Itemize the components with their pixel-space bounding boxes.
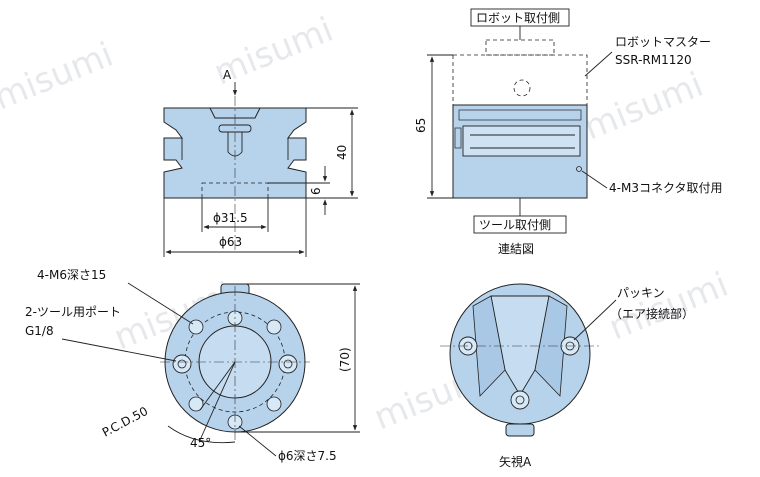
robot-master-leader bbox=[584, 51, 613, 77]
m6-hole-1 bbox=[188, 319, 204, 335]
connector-hole bbox=[576, 166, 582, 172]
view-a-marker: A bbox=[223, 68, 232, 82]
angle-ref-line bbox=[199, 361, 236, 441]
packing-leader bbox=[573, 299, 617, 341]
top-dovetail bbox=[209, 107, 261, 119]
tool-port-right-inner bbox=[283, 359, 293, 369]
robot-side-text: ロボット取付側 bbox=[476, 11, 560, 25]
m6-depth-text: 4-M6深さ15 bbox=[37, 268, 106, 282]
dim-65-text: 65 bbox=[414, 118, 428, 133]
packing-text: パッキン bbox=[617, 286, 665, 300]
m6-hole-2 bbox=[266, 319, 282, 335]
watermark-group: misumi misumi misumi misumi misumi misum… bbox=[0, 10, 734, 439]
view-a-bottom-port bbox=[510, 390, 530, 410]
m6-hole-3 bbox=[188, 396, 204, 412]
angle-45-text: 45° bbox=[190, 436, 211, 450]
tool-port-text: 2-ツール用ポート bbox=[25, 305, 121, 319]
connection-diagram: ロボット取付側 ロボットマスター SSR-RM1120 4-M3コネクタ取付用 … bbox=[414, 8, 722, 256]
pcd-text: P.C.D.50 bbox=[100, 404, 150, 440]
m6-leader bbox=[127, 282, 194, 325]
dim-6-text: 6 bbox=[309, 187, 323, 195]
dim-70-text: (70) bbox=[338, 347, 352, 372]
connector-leader bbox=[581, 170, 608, 189]
phi31-5-bore-hidden bbox=[201, 182, 269, 199]
front-view: 4-M6深さ15 2-ツール用ポート G1/8 P.C.D.50 45° ϕ6深… bbox=[25, 268, 360, 463]
side-view: A 40 6 ϕ31.5 ϕ63 bbox=[163, 68, 358, 257]
view-a-bottom-tab bbox=[505, 423, 535, 437]
robot-master-body bbox=[452, 54, 588, 106]
tool-plate-rim bbox=[458, 109, 582, 121]
robot-master-label: ロボットマスター bbox=[615, 35, 711, 49]
view-a-caption: 矢視A bbox=[499, 454, 532, 469]
watermark-1: misumi bbox=[0, 35, 119, 119]
tool-port-right bbox=[278, 354, 298, 374]
m6-holes bbox=[188, 319, 282, 412]
robot-master-top bbox=[485, 39, 555, 56]
dim-phi63-text: ϕ63 bbox=[219, 235, 242, 249]
watermark-3: misumi bbox=[578, 65, 708, 149]
connection-diagram-caption: 連結図 bbox=[498, 242, 534, 256]
view-a-bottom-port-inner bbox=[515, 395, 525, 405]
g1-8-text: G1/8 bbox=[25, 324, 54, 338]
pcd-radius-line bbox=[199, 361, 236, 411]
dim-phi31-text: ϕ31.5 bbox=[213, 211, 248, 225]
phi6-depth-text: ϕ6深さ7.5 bbox=[278, 449, 337, 463]
view-a: パッキン （エア接続部） 矢視A bbox=[440, 283, 694, 469]
tool-port-left-inner bbox=[177, 359, 187, 369]
m6-hole-4 bbox=[266, 396, 282, 412]
tool-side-text: ツール取付側 bbox=[479, 218, 551, 232]
side-tab bbox=[454, 127, 462, 149]
robot-master-model: SSR-RM1120 bbox=[615, 53, 692, 67]
tool-ports bbox=[172, 354, 298, 374]
angle-arc bbox=[167, 425, 236, 444]
tool-port-leader bbox=[61, 338, 177, 362]
phi6-leader bbox=[238, 425, 277, 457]
air-connection-text: （エア接続部） bbox=[610, 306, 694, 321]
tool-plate-groove bbox=[462, 125, 581, 157]
robot-master-port bbox=[513, 79, 531, 97]
connector-mount-text: 4-M3コネクタ取付用 bbox=[609, 181, 722, 195]
dim-40-text: 40 bbox=[335, 145, 349, 160]
tool-port-left bbox=[172, 354, 192, 374]
